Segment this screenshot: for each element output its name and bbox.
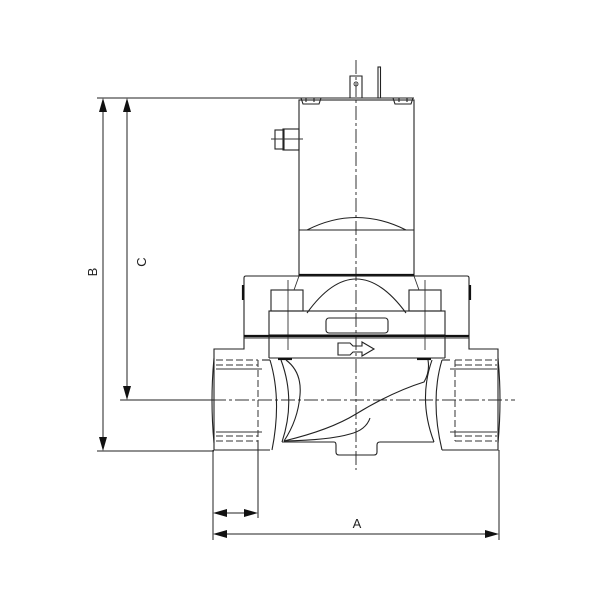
bonnet bbox=[241, 275, 472, 350]
dimension-B: B bbox=[85, 97, 299, 452]
dimension-thread-depth bbox=[212, 441, 259, 540]
dimension-C: C bbox=[121, 98, 214, 401]
left-port-thread bbox=[216, 359, 262, 442]
flow-direction-arrow bbox=[337, 341, 376, 357]
dimension-A: A bbox=[213, 450, 500, 540]
valve-body bbox=[211, 336, 501, 456]
dimension-label-A: A bbox=[353, 516, 362, 531]
ground-screw bbox=[271, 128, 303, 151]
right-port-thread bbox=[450, 359, 497, 442]
dimension-label-B: B bbox=[85, 268, 100, 277]
dimension-label-C: C bbox=[134, 257, 149, 266]
terminal-pins bbox=[349, 66, 382, 99]
